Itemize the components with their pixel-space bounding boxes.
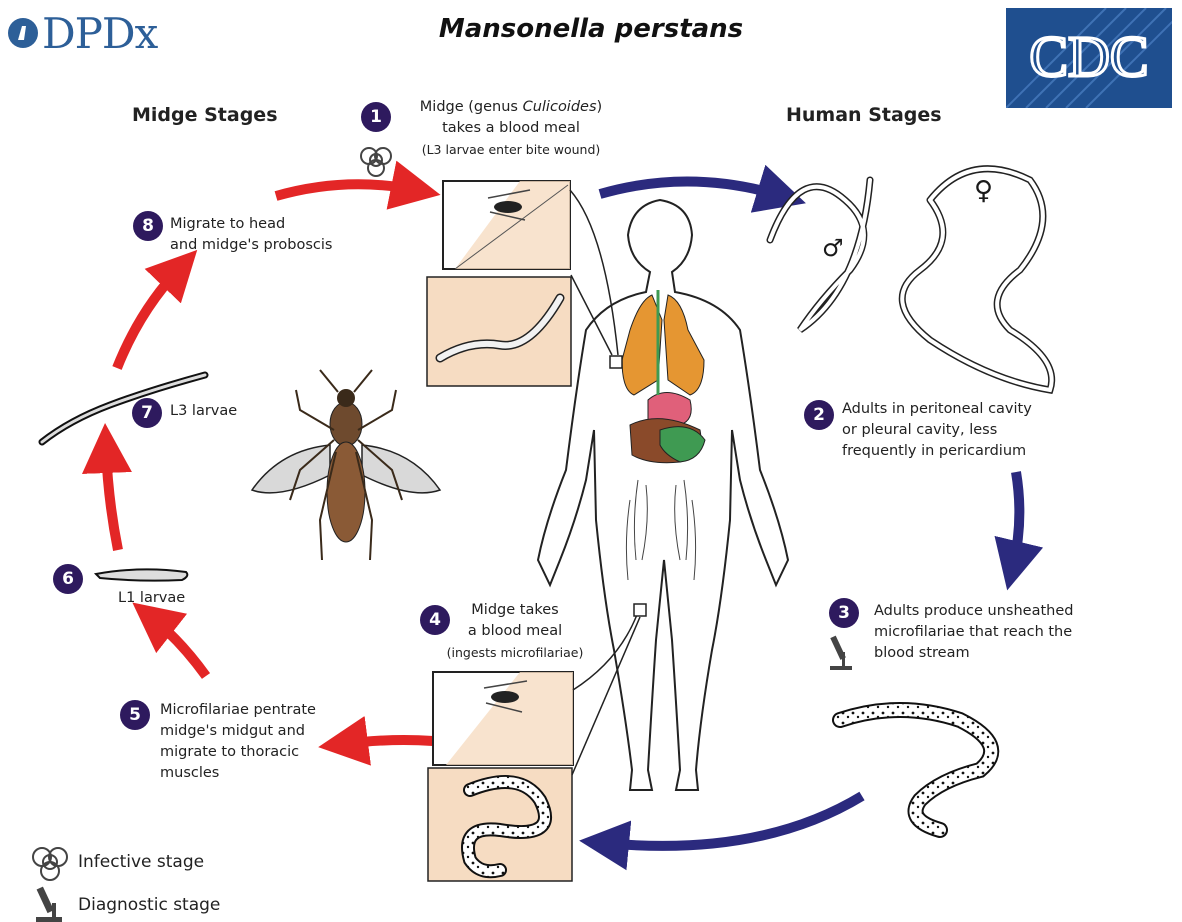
human-body [538, 200, 788, 790]
biohazard-icon-legend [33, 848, 67, 880]
section-midge-stages: Midge Stages [132, 104, 278, 126]
male-symbol: ♂ [822, 234, 844, 262]
step-7-text: L3 larvae [170, 401, 237, 422]
panel-midge-bite-bottom [433, 672, 573, 765]
female-symbol: ♀ [974, 176, 993, 206]
microscope-icon-legend [36, 887, 62, 922]
panel-midge-bite-top [443, 181, 570, 269]
step-1-badge: 1 [361, 102, 391, 132]
page-title: Mansonella perstans [0, 14, 1182, 44]
step-6-text: L1 larvae [118, 588, 185, 609]
microscope-icon-step3 [830, 636, 852, 670]
cdc-logo-text: CDC [1029, 24, 1148, 89]
arrow-8-to-1 [276, 184, 416, 196]
adult-worm-male [770, 180, 870, 330]
step-4-text: Midge takes a blood meal (ingests microf… [430, 600, 600, 663]
cdc-logo[interactable]: CDC [1006, 8, 1172, 108]
legend-infective-label: Infective stage [78, 852, 204, 872]
step-2-badge: 2 [804, 400, 834, 430]
step-7-badge: 7 [132, 398, 162, 428]
microfilaria-blood [840, 710, 991, 830]
l1-larva [96, 569, 187, 580]
arrow-6-to-7 [106, 448, 118, 550]
biohazard-icon-step1 [361, 148, 391, 176]
step-3-badge: 3 [829, 598, 859, 628]
arrow-1-to-2 [600, 181, 782, 196]
step-6-badge: 6 [53, 564, 83, 594]
legend-diagnostic-label: Diagnostic stage [78, 895, 220, 915]
step-5-badge: 5 [120, 700, 150, 730]
section-human-stages: Human Stages [786, 104, 942, 126]
panel-microfilaria-bottom [428, 768, 572, 881]
lymphatic-lines [626, 480, 695, 580]
human-organs [622, 290, 705, 463]
step-8-badge: 8 [133, 211, 163, 241]
step-1-text: Midge (genus Culicoides) takes a blood m… [396, 97, 626, 160]
arrow-5-to-6 [152, 618, 206, 676]
panel-l3-larva-top [427, 277, 571, 386]
midge-illustration [252, 370, 440, 560]
arrow-7-to-8 [117, 268, 180, 368]
arrow-3-to-4 [604, 796, 862, 846]
arrow-2-to-3 [1013, 472, 1019, 566]
